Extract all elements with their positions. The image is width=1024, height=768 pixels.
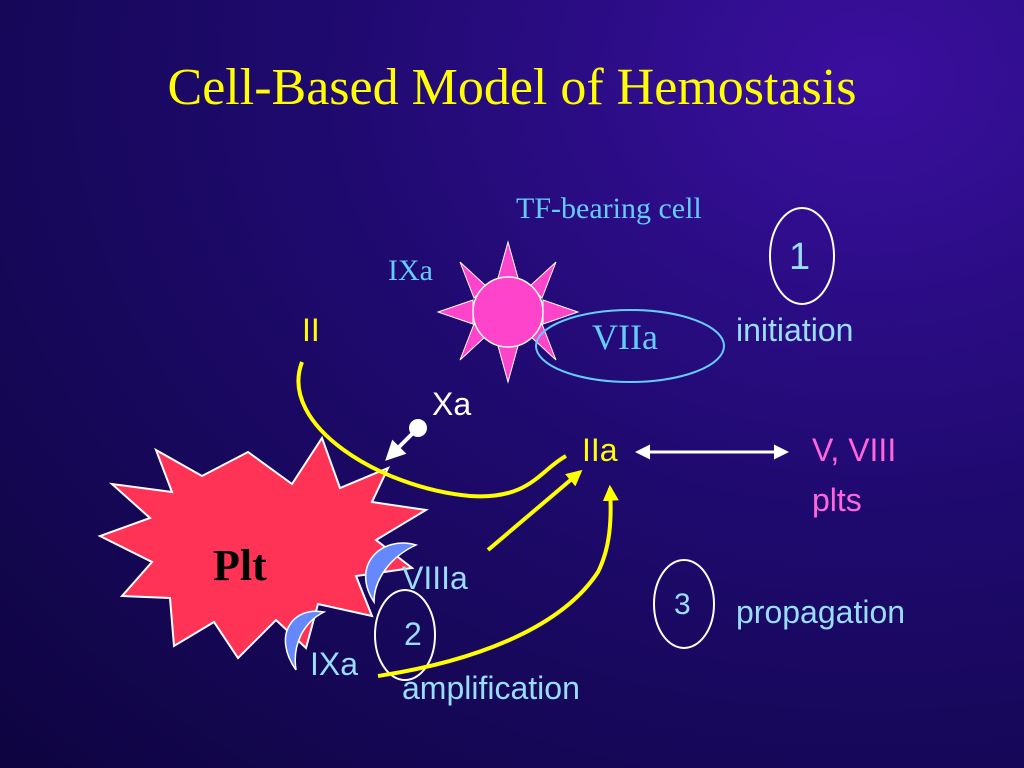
ixa-to-iia-arrow	[377, 484, 619, 678]
phase-1-number: 1	[789, 236, 811, 278]
ii-to-iia-curve	[296, 361, 567, 499]
viia-ellipse	[535, 309, 725, 383]
viia-label: VIIa	[592, 317, 658, 357]
xa-label: Xa	[432, 386, 472, 422]
platelet-starburst	[97, 435, 429, 660]
viiia-to-iia-arrow	[486, 469, 583, 552]
phase-2-number: 2	[404, 616, 422, 652]
phase-1-circle	[769, 207, 835, 305]
ii-label: II	[302, 312, 320, 348]
v-viii-label: V, VIII	[812, 432, 897, 468]
tf-bearing-cell-icon	[436, 240, 580, 384]
viiia-crescent-icon	[364, 542, 419, 605]
viiia-label: VIIIa	[402, 560, 468, 596]
phase-3-circle	[653, 559, 715, 649]
phase-2-name: amplification	[402, 670, 580, 706]
ixa-bottom-label: IXa	[310, 646, 359, 682]
ixa-top-label: IXa	[388, 254, 433, 287]
plt-label: Plt	[213, 541, 267, 590]
page-title: Cell-Based Model of Hemostasis	[167, 59, 857, 116]
phase-3-number: 3	[674, 588, 691, 621]
phase-2-circle	[374, 589, 436, 681]
tf-bearing-cell-label: TF-bearing cell	[516, 192, 702, 225]
phase-1-name: initiation	[736, 312, 854, 348]
phase-3-name: propagation	[736, 594, 906, 630]
iia-label: IIa	[582, 432, 618, 468]
plts-label: plts	[812, 482, 862, 518]
ixa-crescent-icon	[284, 610, 327, 671]
xa-arrow	[385, 426, 420, 461]
